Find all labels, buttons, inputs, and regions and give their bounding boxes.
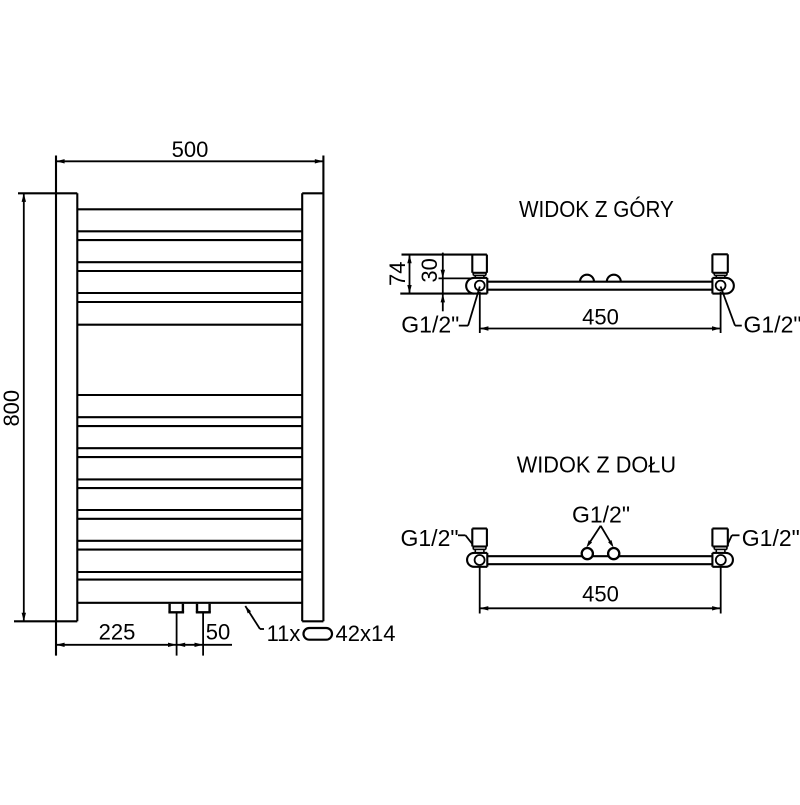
svg-text:50: 50 [206, 619, 230, 644]
svg-text:30: 30 [417, 258, 442, 282]
svg-text:G1/2": G1/2" [401, 312, 459, 338]
svg-text:450: 450 [582, 582, 619, 607]
svg-text:G1/2": G1/2" [744, 312, 800, 338]
svg-text:74: 74 [385, 261, 410, 285]
svg-text:11x: 11x [267, 621, 301, 646]
svg-text:500: 500 [172, 137, 209, 162]
svg-text:G1/2": G1/2" [742, 525, 800, 551]
svg-text:42x14: 42x14 [336, 621, 396, 646]
svg-text:WIDOK Z GÓRY: WIDOK Z GÓRY [519, 196, 674, 222]
svg-text:800: 800 [0, 390, 24, 427]
svg-text:WIDOK Z DOŁU: WIDOK Z DOŁU [517, 452, 676, 478]
svg-text:G1/2": G1/2" [401, 525, 459, 551]
svg-text:225: 225 [99, 619, 136, 644]
svg-text:G1/2": G1/2" [572, 502, 630, 528]
svg-text:450: 450 [582, 305, 619, 330]
